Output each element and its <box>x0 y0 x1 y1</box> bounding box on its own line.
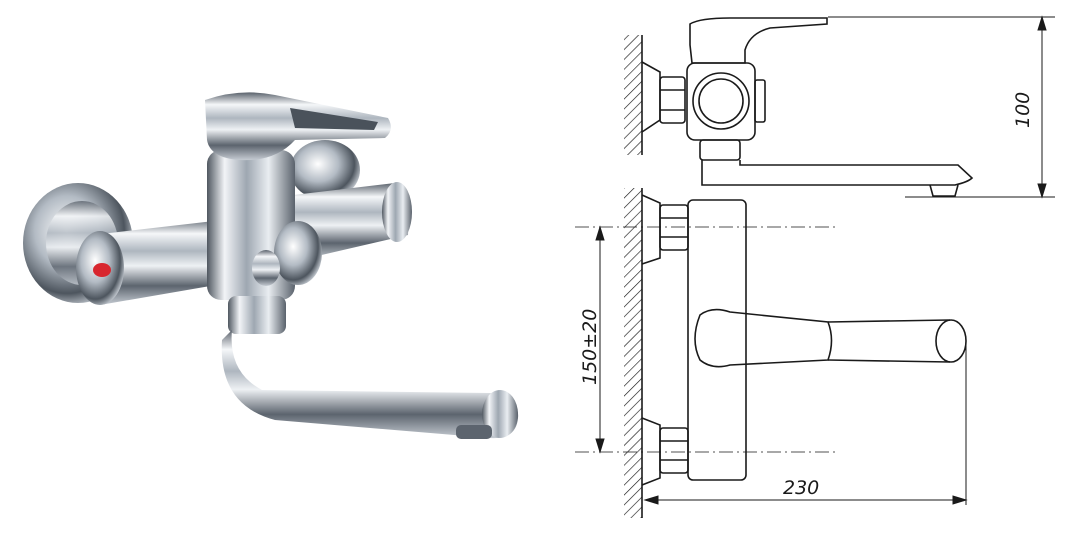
right-escutcheon <box>290 140 360 200</box>
spout-tip <box>482 390 518 438</box>
spout-collar <box>228 296 286 334</box>
aerator <box>456 425 492 439</box>
diverter-knob <box>274 221 322 285</box>
side-view <box>624 17 974 197</box>
front-body <box>687 199 747 481</box>
dimension-height-label: 100 <box>1012 92 1034 128</box>
spout <box>221 330 519 439</box>
side-spout <box>701 160 974 186</box>
front-upper-nut <box>659 204 689 251</box>
side-handle <box>689 17 828 64</box>
valve-body <box>207 150 295 300</box>
dimension-spacing <box>595 225 605 454</box>
side-cartridge <box>692 72 750 130</box>
front-spout-end <box>935 319 967 363</box>
front-view <box>624 188 967 518</box>
right-arm-end <box>382 182 412 242</box>
dimension-spacing-label: 150±20 <box>579 309 601 385</box>
faucet-illustration <box>23 92 519 439</box>
centerlines <box>575 226 835 453</box>
lever-slot <box>290 108 378 130</box>
dimension-height <box>828 15 1055 199</box>
side-aerator <box>929 184 959 197</box>
front-wall-hatch <box>624 188 642 518</box>
side-collar <box>699 139 741 161</box>
front-spout <box>827 319 951 363</box>
dimension-reach <box>643 342 968 505</box>
dimension-reach-label: 230 <box>783 477 819 499</box>
left-arm <box>82 218 245 305</box>
side-wall-hatch <box>624 35 642 155</box>
side-nut <box>659 76 686 124</box>
front-lower-nut <box>659 427 689 474</box>
diverter-center <box>252 250 280 286</box>
hot-indicator <box>93 263 111 277</box>
front-lever <box>694 308 833 368</box>
